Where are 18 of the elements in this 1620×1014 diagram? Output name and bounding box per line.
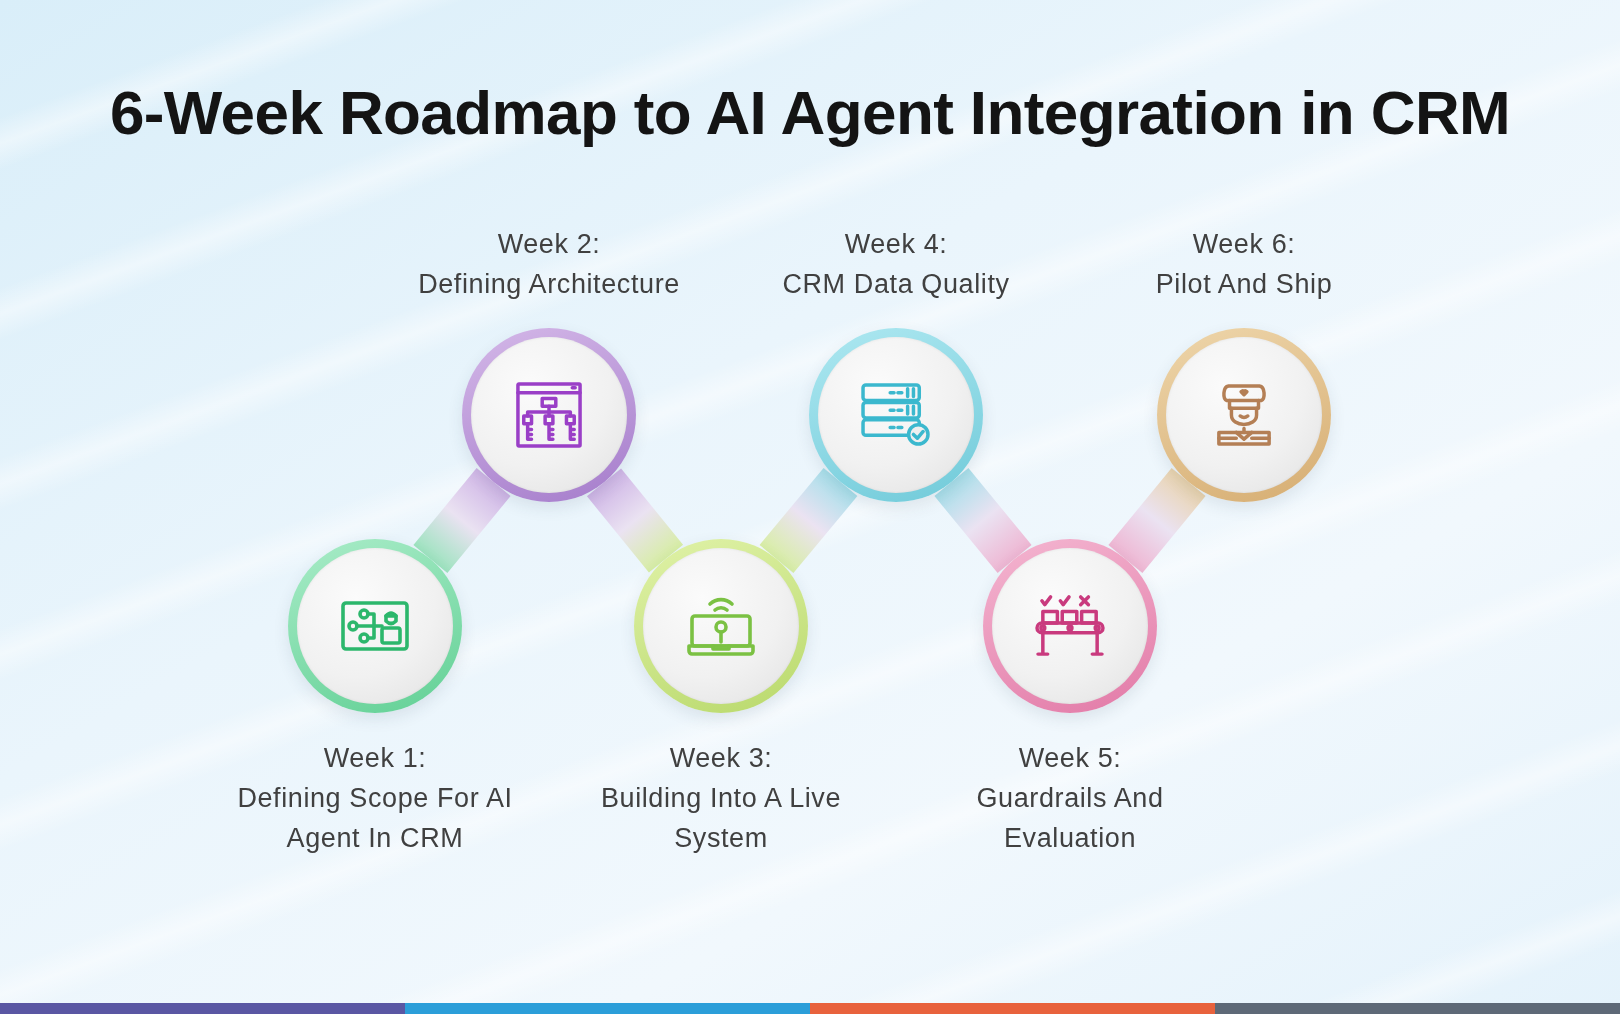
week-heading: Week 5: (1018, 742, 1122, 775)
week-heading: Week 1: (323, 742, 427, 775)
step-description: Pilot And Ship (1155, 268, 1333, 301)
step-description: Building Into A Live System (599, 782, 843, 855)
title: 6-Week Roadmap to AI Agent Integration in CRM (109, 78, 1511, 148)
connector-band (759, 467, 858, 574)
step-description: CRM Data Quality (782, 268, 1010, 301)
connector-band (934, 468, 1032, 573)
connector-band (1108, 468, 1206, 573)
step-description: Defining Architecture (418, 268, 680, 301)
week-heading: Week 2: (497, 228, 601, 261)
connector-band (413, 468, 511, 573)
week-heading: Week 6: (1192, 228, 1296, 261)
week-heading: Week 4: (844, 228, 948, 261)
step-description: Guardrails And Evaluation (975, 782, 1165, 855)
step-description: Defining Scope For AI Agent In CRM (236, 782, 514, 855)
week-heading: Week 3: (669, 742, 773, 775)
connector-band (586, 468, 684, 573)
